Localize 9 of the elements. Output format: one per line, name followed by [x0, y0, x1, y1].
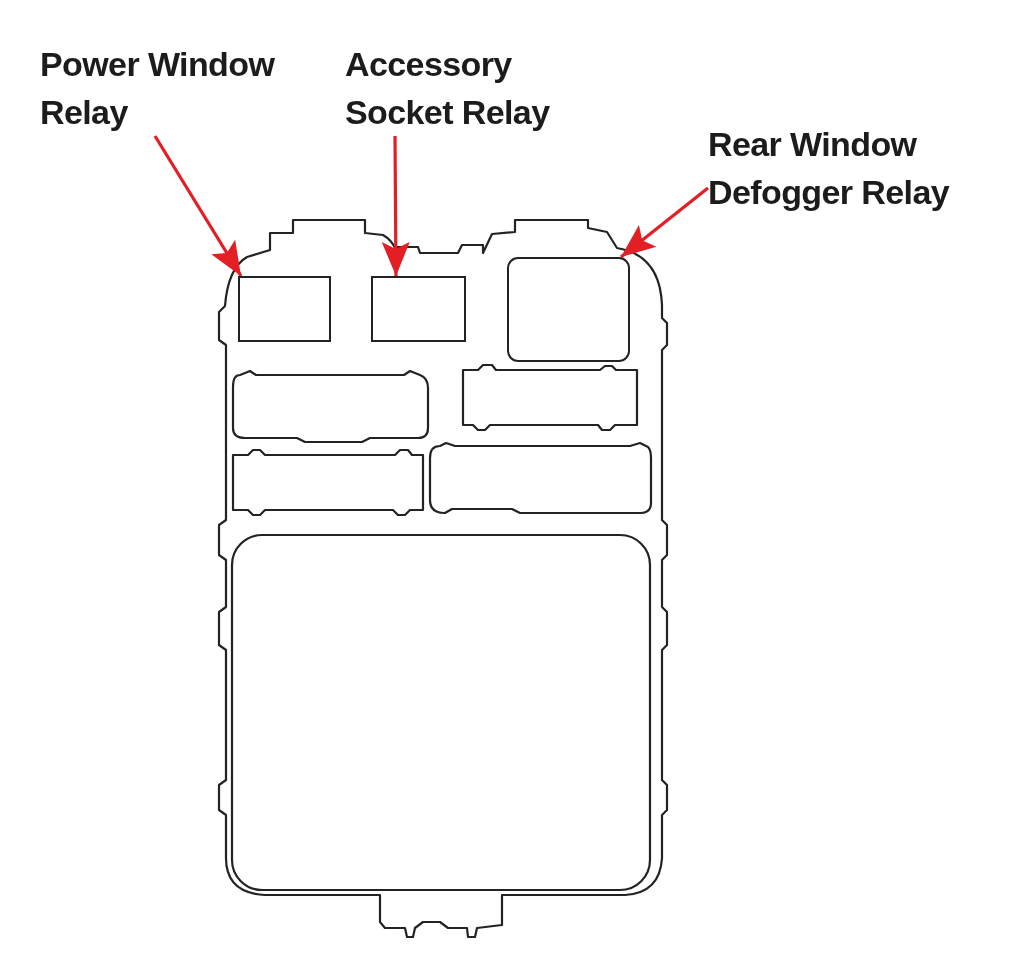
relay-slot — [507, 257, 630, 362]
callout-label: Rear Window Defogger Relay — [708, 120, 951, 216]
callout-label: Power Window Relay — [40, 40, 276, 136]
relay-slot — [238, 276, 331, 342]
relay-slot — [371, 276, 466, 342]
leader-arrow — [153, 135, 243, 277]
callout-label: Accessory Socket Relay — [345, 40, 551, 136]
leader-arrow — [381, 136, 410, 276]
leader-arrow — [620, 186, 709, 259]
